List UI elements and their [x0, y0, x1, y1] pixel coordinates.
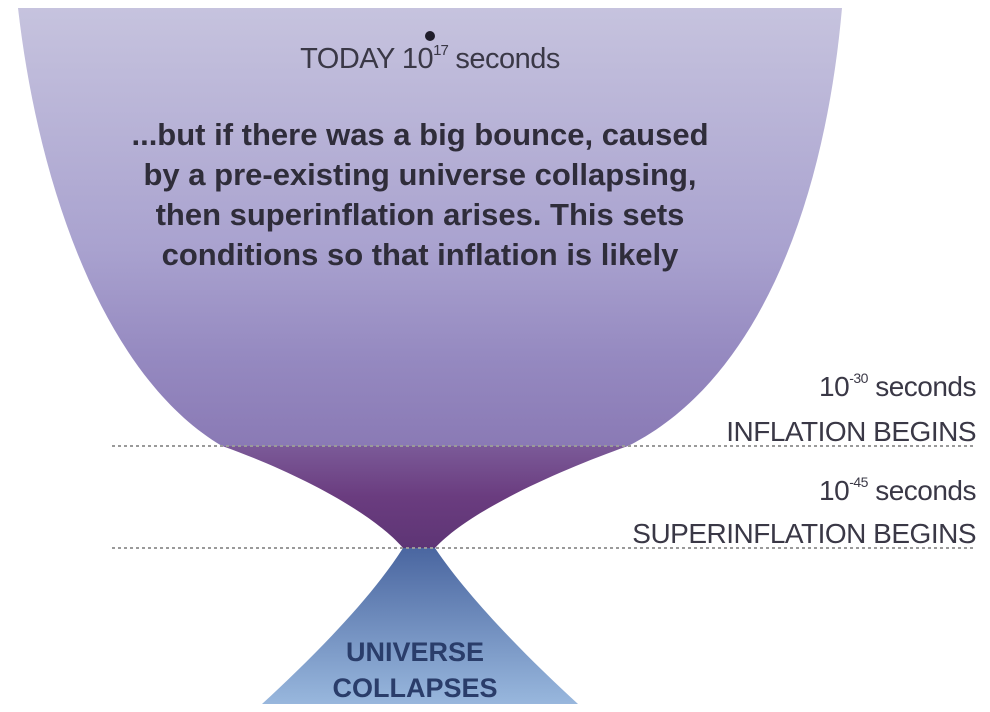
inflation-time-unit: seconds: [875, 371, 976, 402]
universe-collapses-line1: UNIVERSE: [345, 637, 485, 667]
inflation-time-exponent: -30: [849, 370, 868, 386]
superinflation-time-exponent: -45: [849, 474, 868, 490]
inflation-band-shape: [222, 446, 628, 548]
today-prefix: TODAY 10: [300, 43, 434, 75]
inflation-time-base: 10: [819, 371, 850, 402]
today-exponent: 17: [433, 42, 449, 59]
bounce-description: ...but if there was a big bounce, caused…: [131, 117, 709, 272]
today-label: TODAY 1017 seconds: [0, 42, 860, 76]
superinflation-time-label: 10-45 seconds: [819, 474, 976, 507]
universe-collapses-line2: COLLAPSES: [332, 673, 498, 703]
superinflation-time-base: 10: [819, 475, 850, 506]
today-marker-dot: [425, 31, 435, 41]
superinflation-time-unit: seconds: [875, 475, 976, 506]
collapsing-universe-shape: [262, 548, 578, 704]
inflation-time-label: 10-30 seconds: [819, 370, 976, 403]
today-unit: seconds: [455, 43, 560, 75]
expanding-universe-shape: [18, 8, 842, 446]
inflation-begins-label: INFLATION BEGINS: [726, 416, 976, 447]
superinflation-begins-label: SUPERINFLATION BEGINS: [632, 518, 976, 549]
